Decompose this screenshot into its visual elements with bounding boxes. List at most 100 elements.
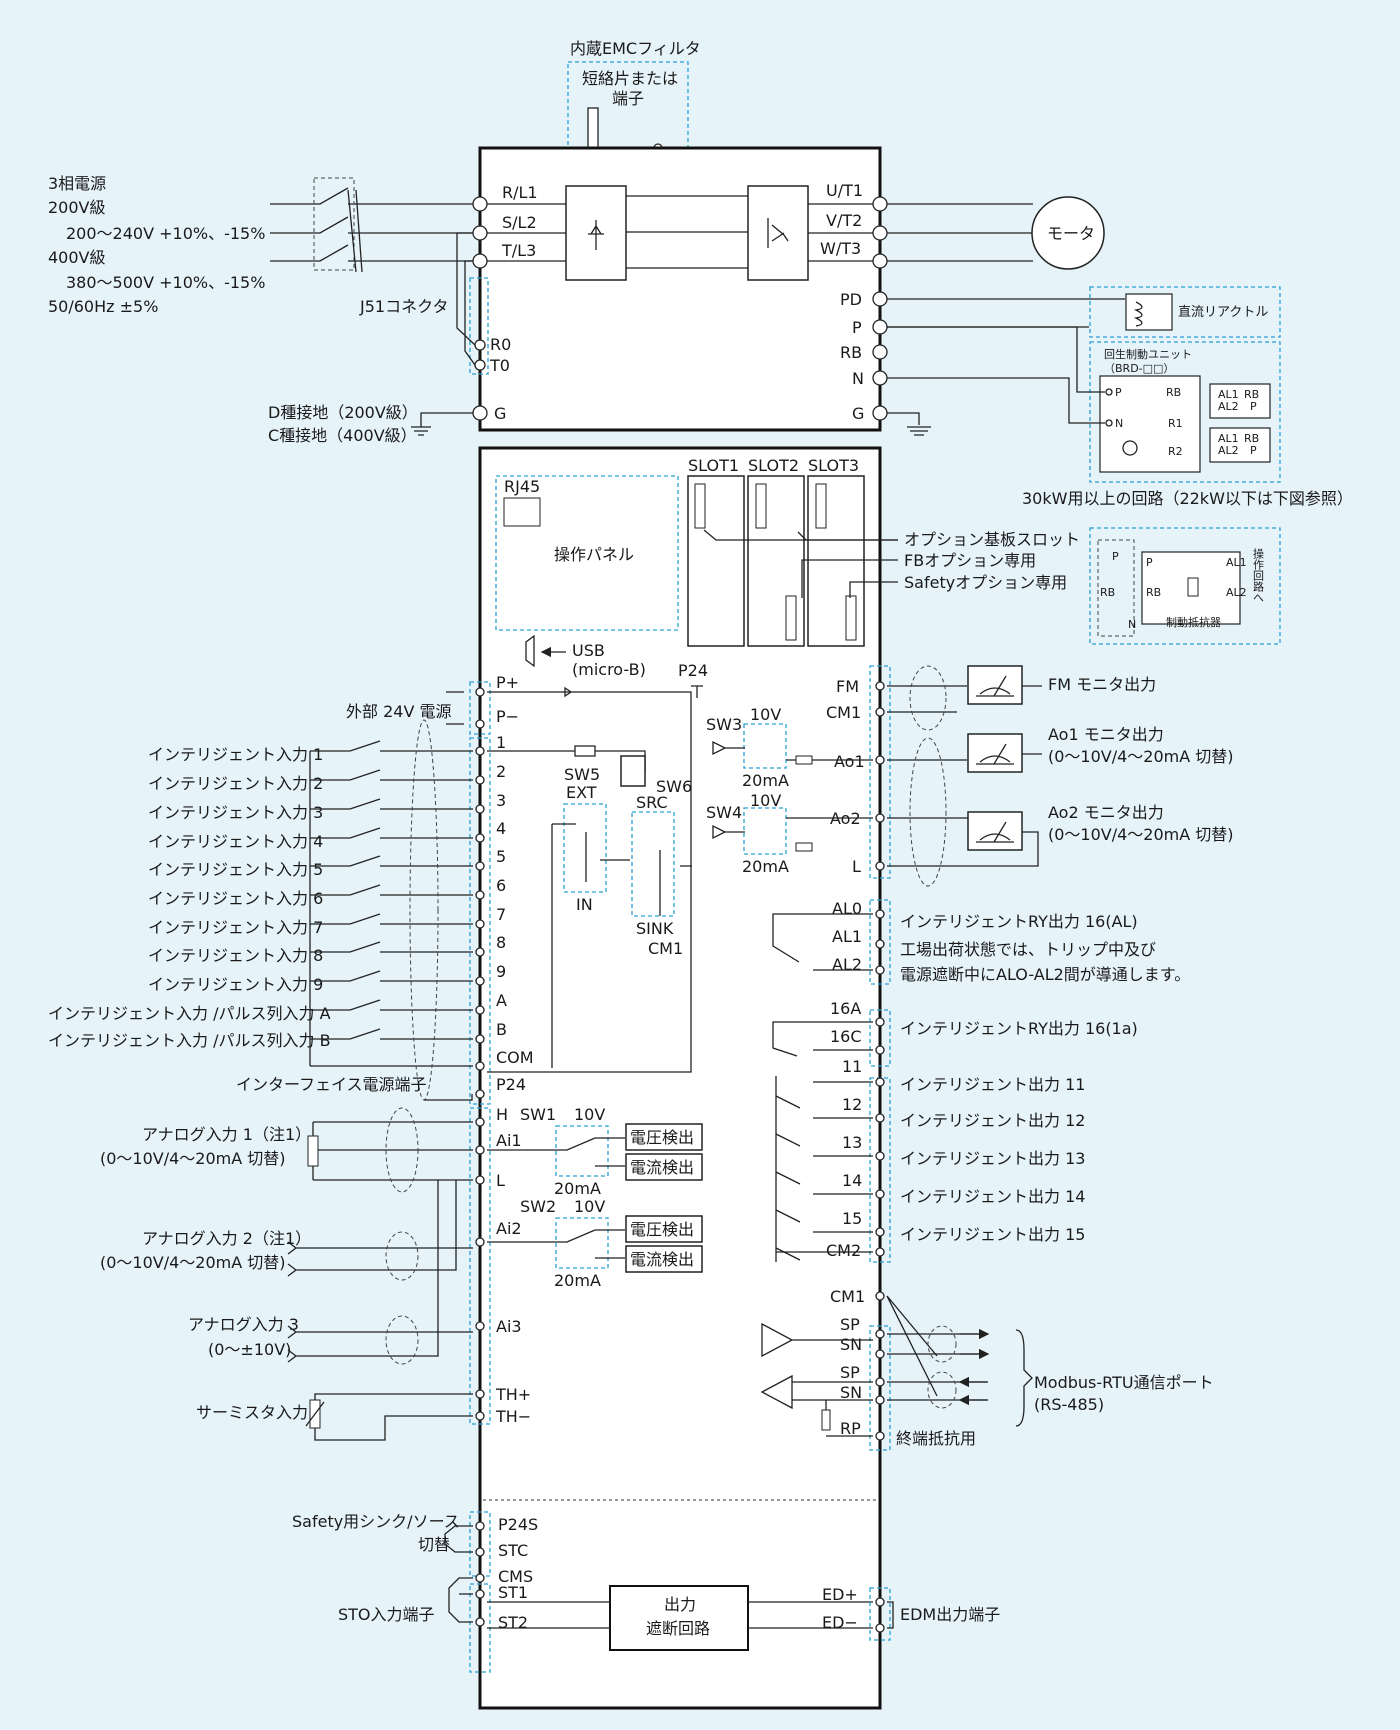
usb-label2: (micro-B) [572, 660, 646, 679]
operator-panel-box [495, 475, 679, 631]
svg-text:20mA: 20mA [554, 1179, 601, 1198]
svg-text:14: 14 [842, 1171, 862, 1190]
svg-text:10V: 10V [750, 705, 781, 724]
svg-text:Modbus-RTU通信ポート: Modbus-RTU通信ポート [1034, 1373, 1214, 1392]
control-box [478, 446, 882, 1710]
svg-text:1: 1 [496, 733, 506, 752]
svg-text:7: 7 [496, 905, 506, 924]
svg-text:R2: R2 [1168, 445, 1183, 458]
svg-text:N: N [1128, 618, 1136, 631]
svg-text:16C: 16C [830, 1027, 862, 1046]
svg-text:AL2: AL2 [1218, 444, 1239, 457]
monitor-labels: FM モニタ出力 Ao1 モニタ出力 (0～10V/4～20mA 切替) Ao2… [1048, 675, 1234, 844]
svg-text:A: A [496, 991, 507, 1010]
svg-text:200V級: 200V級 [48, 198, 106, 217]
svg-text:10V: 10V [750, 791, 781, 810]
svg-text:C種接地（400V級）: C種接地（400V級） [268, 426, 417, 445]
svg-text:回生制動ユニット: 回生制動ユニット [1104, 347, 1192, 361]
svg-text:13: 13 [842, 1133, 862, 1152]
svg-text:50/60Hz ±5%: 50/60Hz ±5% [48, 297, 158, 316]
slot-notes: オプション基板スロット FBオプション専用 Safetyオプション専用 [904, 530, 1080, 592]
svg-text:AL1: AL1 [1218, 388, 1239, 401]
edm-label: EDM出力端子 [900, 1605, 1000, 1624]
svg-text:2: 2 [496, 762, 506, 781]
svg-text:遮断回路: 遮断回路 [646, 1619, 710, 1638]
note-30kw: 30kW用以上の回路（22kW以下は下図参照） [1022, 489, 1353, 508]
main-left-terminals: R/L1 S/L2 T/L3 R0 T0 G [472, 183, 538, 423]
svg-text:SP: SP [840, 1315, 860, 1334]
svg-text:操作回路へ: 操作回路へ [1252, 547, 1265, 603]
svg-text:インテリジェント入力 /パルス列入力 A: インテリジェント入力 /パルス列入力 A [48, 1004, 331, 1023]
svg-text:インテリジェント出力 15: インテリジェント出力 15 [900, 1225, 1085, 1244]
svg-text:20mA: 20mA [554, 1271, 601, 1290]
svg-text:FM: FM [836, 677, 859, 696]
svg-text:(0～10V/4～20mA 切替): (0～10V/4～20mA 切替) [1048, 825, 1234, 844]
svg-text:6: 6 [496, 876, 506, 895]
svg-text:Ao1: Ao1 [834, 752, 865, 771]
svg-text:電流検出: 電流検出 [630, 1250, 694, 1269]
svg-text:10V: 10V [574, 1105, 605, 1124]
motor-label: モータ [1047, 224, 1095, 243]
main-right-terminals: U/T1 V/T2 W/T3 PD P RB N G [820, 181, 888, 423]
svg-text:H: H [496, 1105, 508, 1124]
slots: SLOT1 SLOT2 SLOT3 [687, 456, 865, 647]
svg-text:400V級: 400V級 [48, 248, 106, 267]
svg-text:R1: R1 [1168, 417, 1183, 430]
svg-text:インテリジェント入力 2: インテリジェント入力 2 [148, 774, 323, 793]
svg-text:P: P [1112, 550, 1119, 563]
svg-text:インテリジェント入力 3: インテリジェント入力 3 [148, 803, 323, 822]
emc-box-line1: 短絡片または [582, 69, 678, 88]
brd-box [1089, 341, 1281, 483]
svg-text:FBオプション専用: FBオプション専用 [904, 551, 1036, 570]
svg-text:インテリジェント出力 11: インテリジェント出力 11 [900, 1075, 1085, 1094]
svg-text:L: L [496, 1171, 505, 1190]
svg-text:オプション基板スロット: オプション基板スロット [904, 530, 1080, 549]
svg-text:AL0: AL0 [832, 899, 862, 918]
svg-text:380～500V +10%、-15%: 380～500V +10%、-15% [66, 273, 265, 292]
svg-text:Safety用シンク/ソース: Safety用シンク/ソース [292, 1512, 460, 1531]
svg-text:Ao2 モニタ出力: Ao2 モニタ出力 [1048, 803, 1164, 822]
svg-text:16A: 16A [830, 999, 861, 1018]
svg-text:RB: RB [1100, 586, 1115, 599]
svg-text:電流検出: 電流検出 [630, 1158, 694, 1177]
svg-text:インテリジェント入力 8: インテリジェント入力 8 [148, 946, 323, 965]
svg-text:Ai3: Ai3 [496, 1317, 522, 1336]
svg-text:ST1: ST1 [498, 1583, 528, 1602]
svg-text:N: N [1115, 417, 1123, 430]
svg-text:SLOT3: SLOT3 [808, 456, 859, 475]
svg-text:CMS: CMS [498, 1567, 533, 1586]
main-circuit-box [478, 146, 882, 432]
svg-text:SN: SN [840, 1335, 862, 1354]
svg-text:(0～±10V): (0～±10V) [208, 1340, 291, 1359]
svg-text:EXT: EXT [566, 783, 597, 802]
svg-text:B: B [496, 1020, 507, 1039]
relay-text: インテリジェントRY出力 16(AL) 工場出荷状態では、トリップ中及び 電源遮… [900, 912, 1190, 1038]
svg-text:インテリジェント入力 1: インテリジェント入力 1 [148, 745, 323, 764]
svg-text:出力: 出力 [664, 1595, 696, 1614]
svg-text:Safetyオプション専用: Safetyオプション専用 [904, 573, 1067, 592]
svg-text:COM: COM [496, 1048, 534, 1067]
output-terminals: 11 12 13 14 15 CM2 [826, 1057, 885, 1260]
svg-text:P24S: P24S [498, 1515, 538, 1534]
svg-text:P+: P+ [496, 673, 519, 692]
svg-text:PD: PD [840, 290, 862, 309]
svg-text:CM1: CM1 [826, 703, 861, 722]
dc-reactor-box [1089, 286, 1281, 338]
svg-text:SW4: SW4 [706, 803, 742, 822]
svg-text:電圧検出: 電圧検出 [630, 1128, 694, 1147]
svg-text:SP: SP [840, 1363, 860, 1382]
cutoff-circuit [609, 1585, 749, 1651]
svg-text:RB: RB [840, 343, 862, 362]
svg-text:SW2: SW2 [520, 1197, 556, 1216]
svg-text:STO入力端子: STO入力端子 [338, 1605, 435, 1624]
analog-terminals: H Ai1 L Ai2 Ai3 TH+ TH− [475, 1105, 531, 1426]
svg-text:S/L2: S/L2 [502, 213, 537, 232]
emc-title: 内蔵EMCフィルタ [570, 39, 701, 58]
svg-text:RJ45: RJ45 [504, 477, 540, 496]
svg-text:インテリジェント入力 6: インテリジェント入力 6 [148, 889, 323, 908]
svg-text:15: 15 [842, 1209, 862, 1228]
fm-meter [967, 665, 1023, 705]
emc-box-line2: 端子 [612, 89, 644, 108]
usb-label: USB [572, 641, 605, 660]
